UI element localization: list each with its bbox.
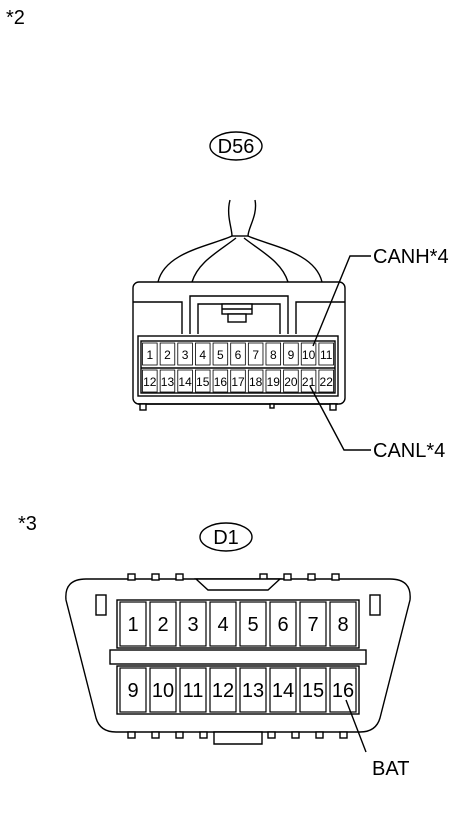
d56-pin-cell: [159, 369, 176, 393]
d56-pin-cell: [247, 369, 264, 393]
d1-pin-cell: [329, 667, 357, 713]
d56-pin-number: 11: [320, 348, 333, 362]
d56-pin-cell: [318, 342, 334, 366]
d1-pin-number: 5: [247, 614, 258, 636]
d1-pin-cell: [299, 601, 327, 647]
d56-pin-cell: [283, 369, 299, 393]
d1-pin-number: 2: [157, 614, 168, 636]
d56-pin-number: 10: [302, 348, 316, 362]
d56-pin-number: 2: [164, 348, 171, 362]
canl-leader-line: [309, 385, 371, 451]
d1-pin-number: 4: [217, 614, 228, 636]
d1-pin-cell: [329, 601, 357, 647]
d56-pin-number: 13: [161, 375, 175, 389]
d56-pin-cell: [212, 369, 229, 393]
canh-label: CANH*4: [373, 246, 449, 268]
connector-d1: D1: [65, 522, 411, 780]
d56-pin-cell: [195, 369, 211, 393]
d56-pin-cell: [142, 342, 158, 366]
d1-pin-number: 6: [277, 614, 288, 636]
d56-pin-cell: [230, 342, 246, 366]
d56-pin-number: 19: [267, 375, 281, 389]
d56-id-label: D56: [218, 136, 255, 158]
d56-pin-cell: [230, 369, 246, 393]
d56-pin-number: 22: [320, 375, 334, 389]
d1-id-label: D1: [213, 527, 239, 549]
d1-id-badge: [199, 522, 253, 552]
d1-pin-cell: [299, 667, 327, 713]
d56-pin-number: 14: [178, 375, 192, 389]
canh-leader-line: [312, 255, 371, 347]
d56-pin-number: 1: [146, 348, 153, 362]
d1-pin-cell: [269, 601, 297, 647]
d56-pin-number: 3: [182, 348, 189, 362]
d56-wire-bundle: [157, 199, 323, 283]
canl-label: CANL*4: [373, 440, 445, 462]
d1-pin-cell: [209, 667, 237, 713]
d1-pin-number: 9: [127, 680, 138, 702]
d1-pin-cell: [179, 667, 207, 713]
d1-pin-cell: [239, 667, 267, 713]
d56-pin-cell: [265, 342, 282, 366]
d56-pin-cell: [318, 369, 334, 393]
d1-pin-cell: [149, 601, 177, 647]
note-3: *3: [18, 513, 37, 535]
d56-pin-cell: [159, 342, 176, 366]
d1-pin-number: 16: [332, 680, 354, 702]
d56-pin-number: 4: [199, 348, 206, 362]
d1-pin-cell: [119, 667, 147, 713]
d56-pin-cell: [283, 342, 299, 366]
d56-pin-number: 15: [196, 375, 210, 389]
d56-pin-cell: [300, 369, 317, 393]
d56-pin-number: 16: [214, 375, 228, 389]
d1-top-teeth: [127, 573, 340, 591]
d56-pin-cell: [300, 342, 317, 366]
d1-right-slot: [369, 594, 381, 616]
d56-pin-number: 18: [249, 375, 263, 389]
bat-label: BAT: [372, 758, 409, 780]
d1-pin-number: 14: [272, 680, 294, 702]
d56-pin-number: 7: [252, 348, 259, 362]
d1-pin-number: 8: [337, 614, 348, 636]
d1-pin-cell: [209, 601, 237, 647]
d56-pin-number: 20: [284, 375, 298, 389]
d1-pin-number: 13: [242, 680, 264, 702]
bat-leader-line: [345, 699, 367, 753]
d56-pin-number: 12: [143, 375, 157, 389]
d56-pin-number: 17: [231, 375, 245, 389]
d1-pin-cell: [269, 667, 297, 713]
d1-left-slot: [95, 594, 107, 616]
d56-pin-cell: [177, 342, 193, 366]
d1-pin-cell: [149, 667, 177, 713]
d1-pin-cell: [179, 601, 207, 647]
d1-pin-number: 1: [127, 614, 138, 636]
d56-pin-number: 21: [302, 375, 316, 389]
d1-bottom-teeth: [127, 731, 348, 745]
d1-pin-cell: [239, 601, 267, 647]
d56-pin-cell: [247, 342, 264, 366]
d56-pin-number: 6: [235, 348, 242, 362]
d56-id-badge: [209, 131, 263, 161]
d56-pin-number: 9: [288, 348, 295, 362]
d1-center-rib: [109, 649, 367, 665]
d1-pin-number: 7: [307, 614, 318, 636]
d1-pin-number: 12: [212, 680, 234, 702]
d1-pin-cell: [119, 601, 147, 647]
d1-pin-number: 3: [187, 614, 198, 636]
d56-pin-cell: [195, 342, 211, 366]
d56-pin-number: 8: [270, 348, 277, 362]
d56-pin-cell: [142, 369, 158, 393]
d56-pin-cell: [265, 369, 282, 393]
d56-pin-cell: [177, 369, 193, 393]
note-2: *2: [6, 7, 25, 29]
d56-pin-number: 5: [217, 348, 224, 362]
d56-pin-cell: [212, 342, 229, 366]
d1-pin-number: 11: [183, 680, 204, 702]
d1-pin-number: 10: [152, 680, 174, 702]
d1-pin-number: 15: [302, 680, 324, 702]
